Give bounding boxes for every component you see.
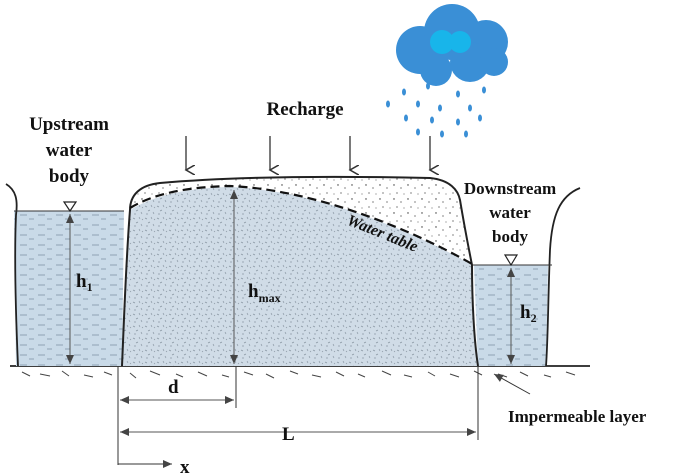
impermeable-layer-label: Impermeable layer [508,407,647,426]
L-label: L [282,424,295,445]
hmax-label: hmax [248,281,281,305]
unsaturated-zone [130,176,472,265]
aquifer-outline [121,175,479,367]
d-label: d [168,377,179,398]
upstream-water-body [5,183,124,367]
impermeable-ground [10,365,590,379]
recharge-label: Recharge [266,99,343,120]
cloud-icon [396,4,508,86]
downstream-label-3: body [492,227,528,246]
x-axis-label: x [180,457,190,475]
impermeable-pointer [493,373,531,395]
h1-label: h1 [76,271,93,294]
downstream-label-1: Downstream [464,179,556,198]
dimension-lines [66,190,531,468]
rain-drops-icon [386,82,486,138]
water-level-triangle-icon [62,201,78,213]
upstream-label-3: body [49,166,90,187]
downstream-label-2: water [489,203,531,222]
saturated-zone [122,187,478,366]
recharge-arrows [186,136,430,170]
h2-label: h2 [520,302,537,325]
upstream-label-2: water [46,140,93,161]
water-table-line [129,184,473,265]
upstream-label-1: Upstream [29,114,109,135]
water-level-triangle-icon [503,254,519,267]
